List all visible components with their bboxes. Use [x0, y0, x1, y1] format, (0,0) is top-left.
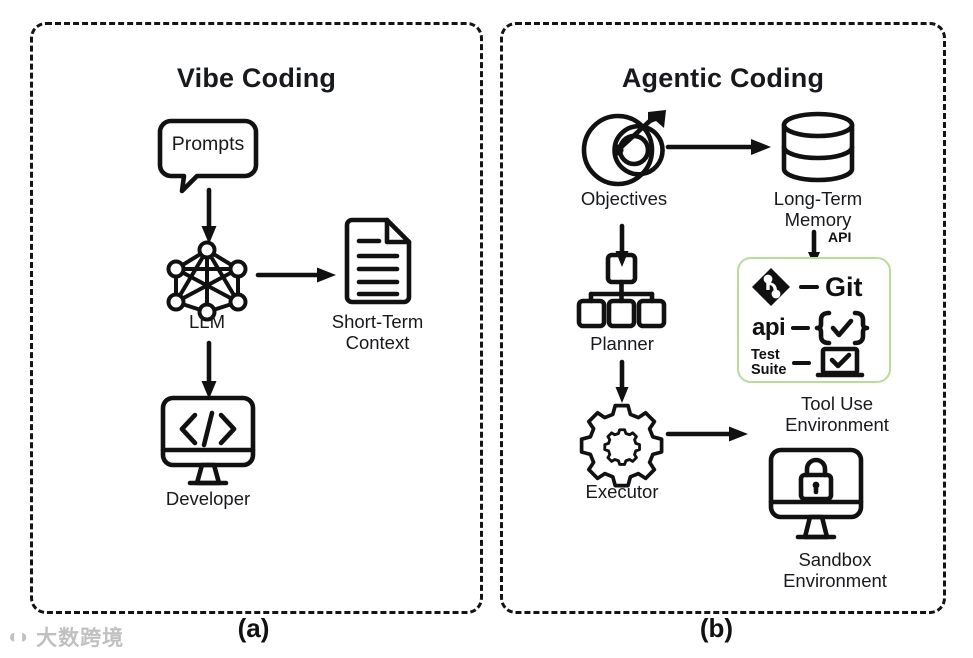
short-term-context-label: Short-Term Context	[331, 311, 424, 353]
test-suite-label: Test Suite	[751, 347, 787, 378]
git-icon	[752, 268, 790, 306]
tool-row-git: Git	[751, 267, 863, 307]
monitor-lock-icon	[768, 447, 864, 540]
llm-label: LLM	[189, 311, 225, 332]
arrow-planner-to-executor	[612, 359, 632, 404]
api-connector	[791, 326, 811, 330]
node-long-term-memory	[778, 110, 858, 184]
document-icon	[344, 217, 412, 305]
neural-network-icon	[166, 240, 248, 322]
prompts-label: Prompts	[171, 133, 245, 155]
arrow-llm-to-developer	[198, 340, 220, 401]
watermark: ◖◗ 大数跨境	[6, 622, 124, 652]
tool-row-api: api	[752, 310, 870, 346]
git-label: Git	[825, 271, 863, 302]
tool-box: Git api Test Suite	[737, 257, 891, 383]
planner-label: Planner	[590, 333, 654, 354]
org-tree-icon	[576, 252, 667, 329]
tool-row-test-suite: Test Suite	[751, 346, 865, 379]
gear-icon	[579, 403, 664, 488]
node-objectives	[578, 108, 670, 188]
arrow-llm-to-context	[255, 265, 338, 285]
developer-label: Developer	[165, 488, 251, 509]
objectives-label: Objectives	[580, 188, 668, 209]
database-icon	[781, 111, 855, 183]
checkmark-brace-icon	[814, 310, 870, 346]
api-edge-label: API	[828, 229, 852, 245]
node-short-term-context	[341, 216, 413, 306]
laptop-check-icon	[816, 346, 865, 378]
node-planner	[576, 252, 667, 329]
executor-label: Executor	[585, 481, 659, 502]
watermark-text: 大数跨境	[36, 626, 125, 650]
node-developer	[160, 393, 256, 487]
panel-a-title: Vibe Coding	[176, 63, 337, 93]
speech-bubble-icon	[157, 118, 259, 194]
node-executor	[579, 400, 664, 488]
tool-use-environment-label: Tool Use Environment	[785, 393, 889, 435]
node-prompts	[157, 117, 259, 195]
panel-b-title: Agentic Coding	[621, 63, 825, 93]
arrow-prompts-to-llm	[198, 187, 220, 246]
test-suite-connector	[792, 361, 812, 365]
caption-a: (a)	[237, 613, 270, 643]
sandbox-environment-label: Sandbox Environment	[783, 549, 887, 591]
arrow-objectives-to-memory	[665, 137, 773, 157]
monitor-code-icon	[160, 395, 256, 486]
watermark-logo: ◖◗	[6, 625, 31, 648]
api-label: api	[752, 314, 786, 341]
target-dart-icon	[581, 110, 666, 187]
node-sandbox-environment	[768, 445, 864, 541]
caption-b: (b)	[699, 613, 734, 643]
panel-vibe-coding: Vibe Coding	[30, 22, 483, 614]
arrow-executor-to-tooluse	[665, 424, 750, 444]
node-llm	[166, 240, 248, 322]
git-connector	[799, 285, 819, 289]
long-term-memory-label: Long-Term Memory	[773, 188, 863, 230]
